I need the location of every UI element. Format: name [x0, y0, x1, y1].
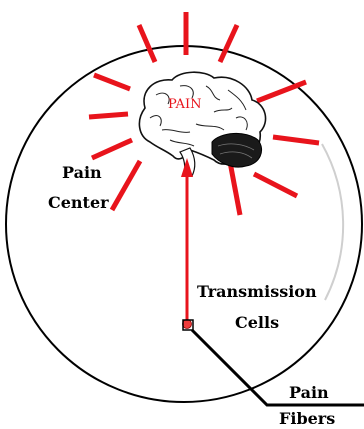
- pain-ray-icon: [257, 82, 306, 101]
- pain-fiber-line: [192, 330, 364, 405]
- transmission-cells-label: Transmission Cells: [197, 282, 322, 332]
- transmission-line2: Cells: [235, 313, 279, 332]
- pain-ray-icon: [89, 114, 128, 117]
- pain-ray-icon: [230, 162, 240, 215]
- circle-inner-highlight: [322, 144, 343, 300]
- brain-icon: PAIN: [139, 72, 265, 176]
- fibers-line1: Pain: [289, 383, 329, 402]
- transmission-cell-dot: [183, 320, 192, 329]
- fibers-line2: Fibers: [279, 409, 335, 428]
- pain-ray-icon: [139, 25, 155, 62]
- pain-center-line1: Pain: [62, 163, 102, 182]
- pain-center-line2: Center: [48, 193, 109, 212]
- pain-ray-icon: [220, 25, 237, 62]
- pain-ray-icon: [92, 140, 132, 158]
- pain-ray-icon: [112, 161, 140, 210]
- pain-ray-icon: [94, 75, 130, 89]
- pain-ray-icon: [273, 137, 319, 143]
- brain-pain-text: PAIN: [168, 97, 201, 112]
- pain-ray-icon: [254, 174, 297, 196]
- transmission-line1: Transmission: [197, 282, 317, 301]
- pain-center-label: Pain Center: [48, 163, 109, 212]
- ascending-signal-arrow: [181, 158, 193, 320]
